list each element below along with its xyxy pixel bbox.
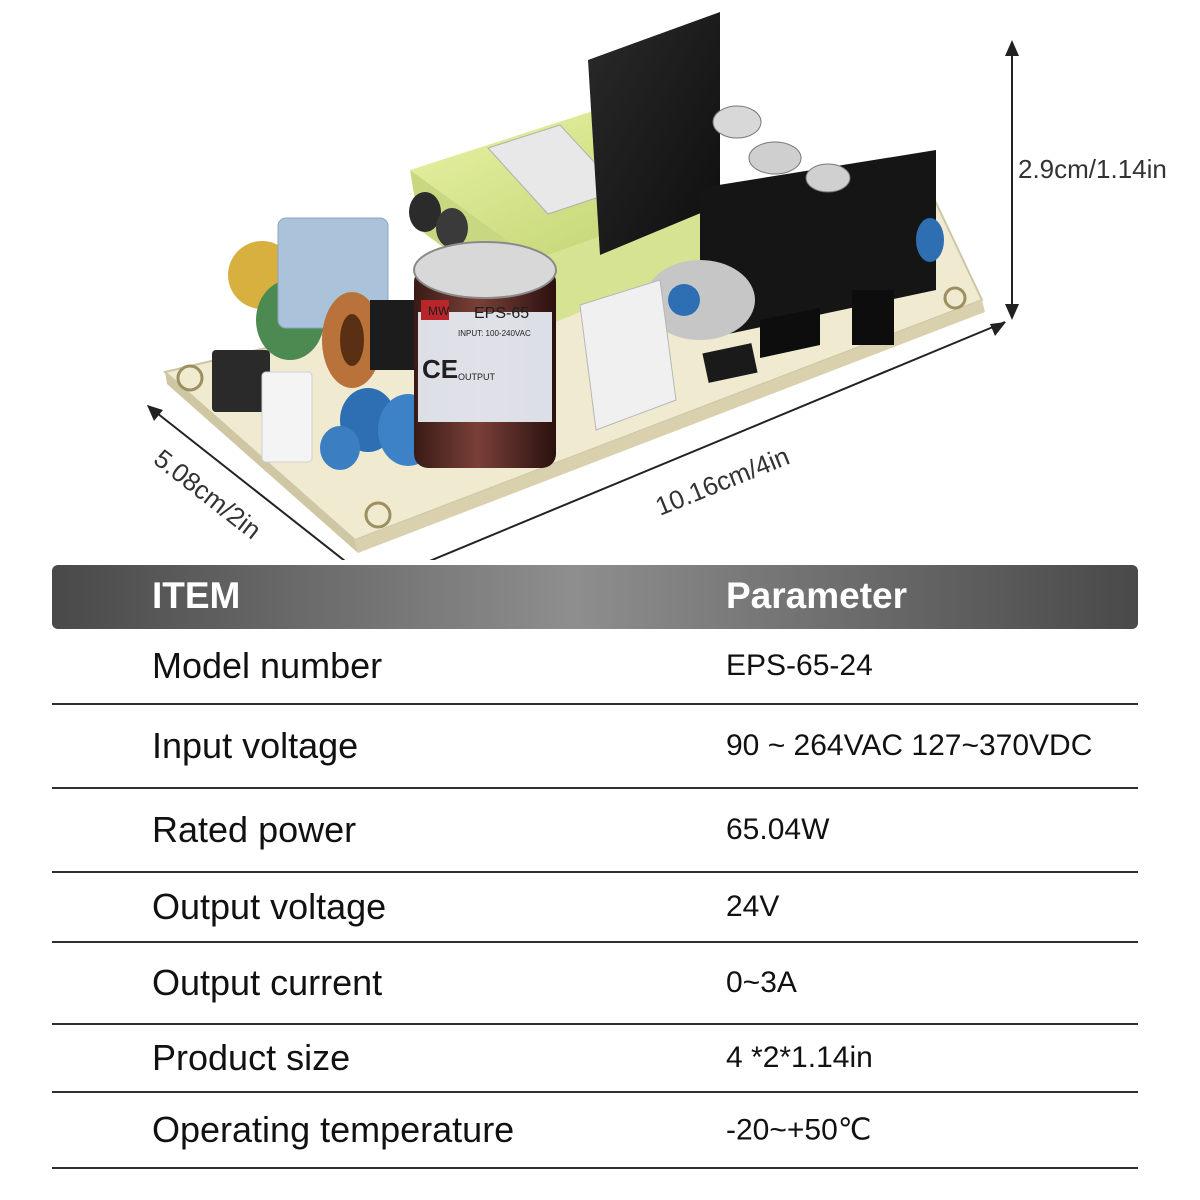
row-item-label: Product size	[152, 1037, 351, 1078]
input-connector	[212, 350, 270, 412]
row-parameter-value: -20~+50℃	[726, 1113, 872, 1147]
mount-hole	[943, 286, 967, 310]
capacitor-input-label: INPUT: 100-240VAC	[458, 329, 531, 338]
width-dimension-line	[147, 405, 346, 560]
table-row: Product size 4 *2*1.14in	[52, 1025, 1138, 1093]
row-parameter-value: 90 ~ 264VAC 127~370VDC	[726, 729, 1093, 762]
header-parameter: Parameter	[726, 575, 908, 616]
blue-capacitor	[916, 218, 944, 262]
table-row: Output current 0~3A	[52, 943, 1138, 1025]
row-parameter-value: 4 *2*1.14in	[726, 1041, 873, 1074]
row-item-label: Operating temperature	[152, 1109, 515, 1150]
table-row: Output voltage 24V	[52, 873, 1138, 943]
row-parameter-value: 65.04W	[726, 813, 830, 846]
product-illustration: MW EPS-65 INPUT: 100-240VAC CE OUTPUT 2.…	[147, 12, 1167, 560]
spec-table: ITEM Parameter Model number EPS-65-24 In…	[52, 565, 1138, 1169]
heatsink-back	[588, 12, 720, 255]
capacitor-model-label: EPS-65	[474, 305, 529, 322]
row-parameter-value: 24V	[726, 890, 780, 923]
table-row: Model number EPS-65-24	[52, 629, 1138, 705]
height-dimension-label: 2.9cm/1.14in	[1018, 154, 1167, 184]
blue-capacitor	[320, 426, 360, 470]
ce-mark: CE	[422, 354, 458, 384]
row-item-label: Output voltage	[152, 886, 387, 927]
blue-capacitor	[668, 284, 700, 316]
row-item-label: Model number	[152, 645, 383, 686]
length-dimension-label: 10.16cm/4in	[651, 441, 794, 522]
table-row: Input voltage 90 ~ 264VAC 127~370VDC	[52, 705, 1138, 789]
mount-hole	[364, 501, 392, 529]
table-header: ITEM Parameter	[52, 565, 1138, 629]
table-row: Operating temperature -20~+50℃	[52, 1093, 1138, 1169]
length-dimension-line	[429, 321, 1006, 560]
row-item-label: Rated power	[152, 809, 357, 850]
width-dimension-label: 5.08cm/2in	[148, 443, 267, 545]
capacitor-output-label: OUTPUT	[458, 372, 496, 382]
mount-hole	[176, 364, 204, 392]
row-item-label: Input voltage	[152, 725, 359, 766]
row-parameter-value: EPS-65-24	[726, 649, 873, 682]
brand-logo-text: MW	[428, 304, 450, 318]
row-parameter-value: 0~3A	[726, 966, 797, 999]
header-item: ITEM	[152, 575, 241, 616]
row-item-label: Output current	[152, 962, 383, 1003]
table-row: Rated power 65.04W	[52, 789, 1138, 873]
